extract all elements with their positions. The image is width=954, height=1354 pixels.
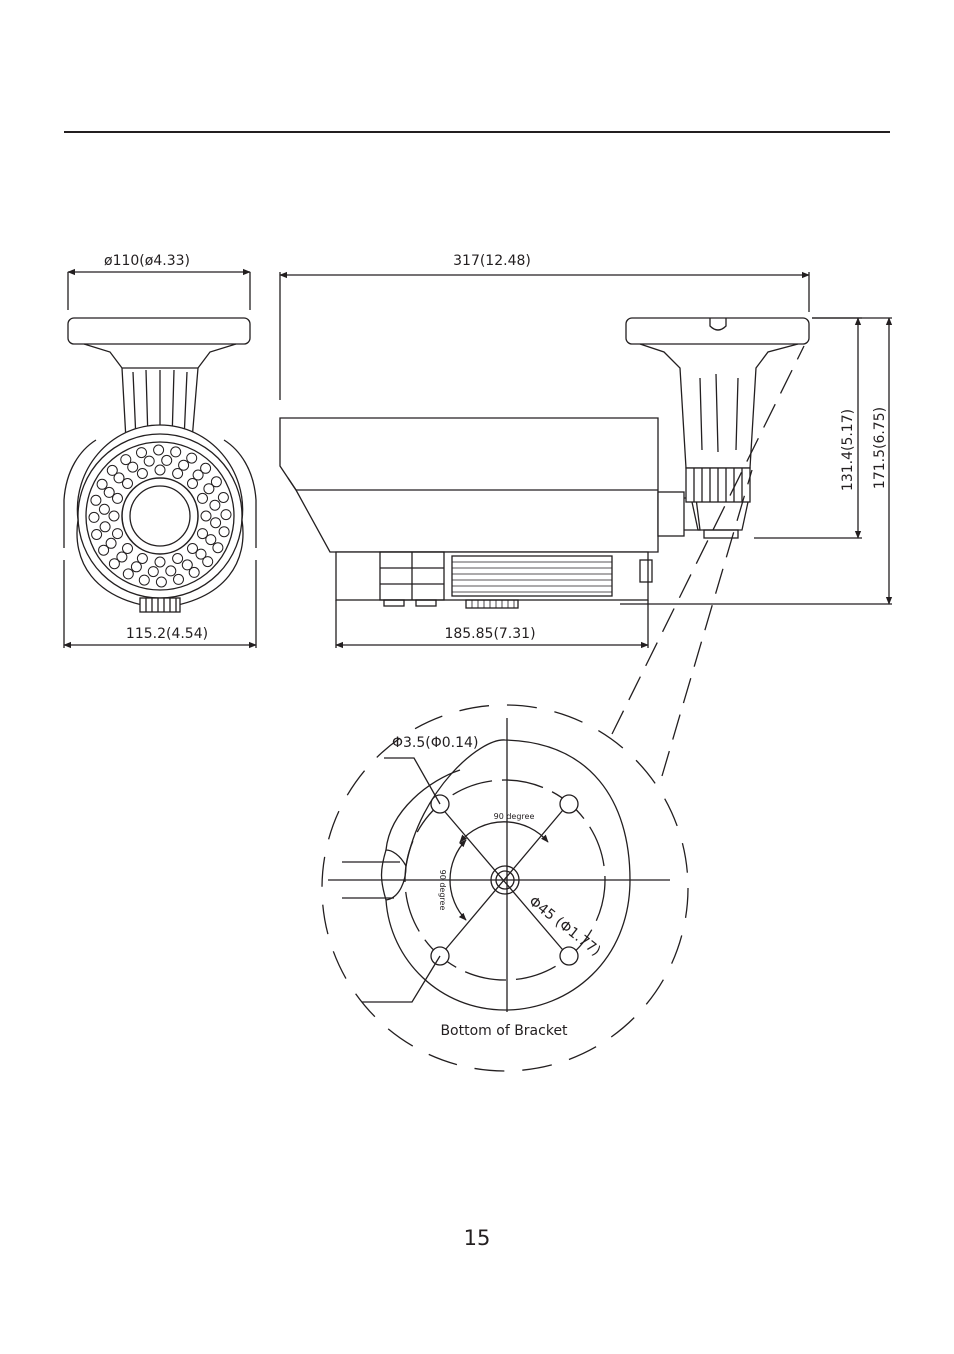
ir-led bbox=[91, 529, 103, 540]
ir-led bbox=[154, 464, 166, 476]
ir-led bbox=[88, 511, 100, 523]
ir-led bbox=[210, 517, 222, 529]
ir-led bbox=[212, 542, 224, 554]
ir-led bbox=[103, 486, 115, 498]
ir-led bbox=[200, 510, 212, 522]
ir-led bbox=[96, 478, 108, 490]
ir-led bbox=[108, 510, 120, 522]
ir-led bbox=[202, 556, 214, 568]
ir-led bbox=[138, 574, 150, 586]
ir-led bbox=[200, 462, 212, 474]
dim-total-height: 171.5(6.75) bbox=[872, 407, 888, 489]
ir-led bbox=[122, 568, 134, 580]
ir-led bbox=[217, 492, 229, 503]
page-number: 15 bbox=[463, 1226, 491, 1250]
ir-led bbox=[197, 492, 208, 504]
ir-led bbox=[161, 454, 173, 466]
ir-led bbox=[203, 483, 215, 495]
ir-led bbox=[147, 566, 159, 578]
ir-led bbox=[153, 444, 165, 456]
ir-led bbox=[112, 492, 123, 504]
angle-label-top: 90 degree bbox=[494, 812, 535, 821]
ir-led bbox=[155, 576, 167, 588]
angle-label-left: 90 degree bbox=[438, 870, 447, 911]
ir-led bbox=[218, 526, 230, 538]
dim-bracket-height: 131.4(5.17) bbox=[840, 409, 856, 491]
ir-led bbox=[113, 472, 125, 484]
ir-led bbox=[127, 461, 139, 473]
ir-led bbox=[98, 503, 110, 515]
ir-led bbox=[173, 573, 184, 585]
ir-led bbox=[197, 528, 208, 540]
ir-led bbox=[108, 558, 120, 570]
ir-led bbox=[192, 469, 204, 481]
detail-caption: Bottom of Bracket bbox=[440, 1023, 568, 1039]
ir-led bbox=[210, 476, 222, 488]
ir-led bbox=[90, 494, 102, 506]
ir-led bbox=[105, 537, 117, 549]
ir-led bbox=[136, 553, 148, 564]
ir-led bbox=[181, 559, 193, 571]
side-view bbox=[279, 271, 893, 649]
ir-led bbox=[136, 447, 147, 459]
ir-led bbox=[99, 521, 111, 533]
ir-led bbox=[188, 566, 200, 578]
ir-led bbox=[187, 478, 198, 489]
ir-led bbox=[205, 534, 217, 546]
ir-led bbox=[220, 509, 232, 521]
ir-led bbox=[136, 468, 148, 479]
ir-led bbox=[143, 455, 155, 467]
dim-body-length: 185.85(7.31) bbox=[444, 626, 535, 642]
bracket-bottom-detail bbox=[321, 345, 805, 1072]
ir-led bbox=[195, 548, 207, 560]
ir-led bbox=[165, 565, 177, 577]
ir-led bbox=[120, 454, 132, 466]
dim-top-diameter: ø110(ø4.33) bbox=[104, 253, 190, 269]
dim-total-length: 317(12.48) bbox=[453, 253, 531, 269]
ir-led bbox=[209, 499, 221, 511]
ir-led bbox=[106, 464, 118, 476]
ir-led bbox=[122, 478, 133, 489]
ir-led bbox=[170, 446, 182, 458]
ir-led bbox=[122, 543, 133, 554]
ir-led bbox=[116, 551, 128, 563]
ir-led bbox=[172, 553, 184, 564]
dim-front-width: 115.2(4.54) bbox=[126, 626, 208, 642]
ir-led bbox=[187, 543, 198, 554]
ir-led bbox=[112, 528, 123, 540]
ir-led bbox=[130, 561, 142, 573]
front-view bbox=[63, 268, 257, 649]
ir-led bbox=[178, 459, 190, 471]
ir-led bbox=[98, 544, 110, 556]
ir-led bbox=[172, 468, 184, 479]
dim-hole-diameter: Φ3.5(Φ0.14) bbox=[392, 735, 478, 751]
ir-led bbox=[154, 556, 166, 568]
ir-led bbox=[186, 452, 198, 464]
